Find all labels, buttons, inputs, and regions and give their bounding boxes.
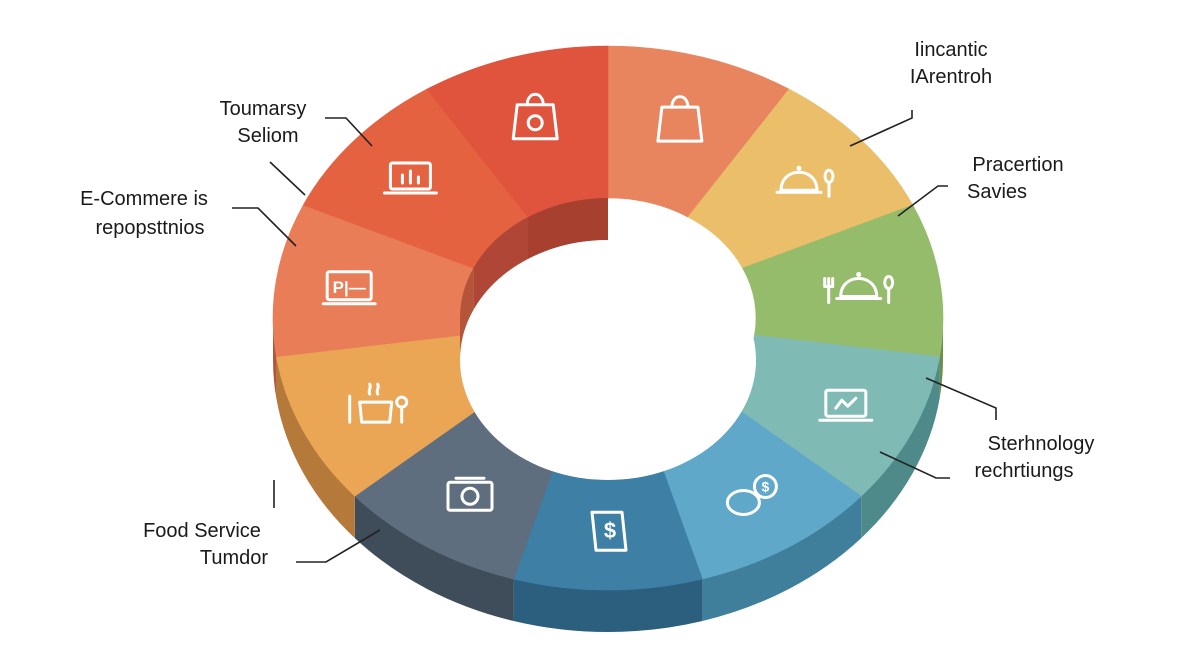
laptop-analytics-icon	[382, 161, 438, 195]
leader-bottom-right-1	[925, 377, 997, 420]
annotation-line: Toumarsy	[220, 98, 307, 120]
slice-side-6	[513, 578, 703, 633]
annotation-top-right: Iincantic IArentroh	[910, 39, 992, 88]
annotation-line: repopsttnios	[96, 217, 205, 239]
shopping-bag-gear-icon	[511, 92, 559, 141]
register-icon	[446, 476, 494, 512]
annotation-line: Tumdor	[200, 547, 269, 569]
leader-top-left	[325, 117, 373, 147]
annotation-bottom-left: Food Service Tumdor	[143, 520, 268, 569]
svg-text:P|—: P|—	[333, 278, 366, 297]
laptop-chart-icon	[818, 388, 874, 422]
fork-cloche-spoon-icon	[823, 272, 895, 304]
donut-slices	[272, 45, 944, 591]
annotation-line: IArentroh	[910, 66, 992, 88]
dollar-tag-icon: $	[590, 510, 628, 552]
annotation-line: Sterhnology	[988, 433, 1095, 455]
shopping-bag-icon	[656, 95, 704, 143]
svg-text:$: $	[604, 518, 616, 543]
slice-icons: $ $ P|—	[321, 92, 895, 552]
leader-right	[897, 185, 948, 217]
annotation-left: E-Commere is repopsttnios	[80, 188, 208, 239]
leader-lines	[232, 110, 997, 563]
annotation-line: Seliom	[237, 125, 298, 147]
annotation-bottom-right: Sterhnology rechrtiungs	[975, 433, 1095, 482]
pos-terminal-icon: P|—	[321, 270, 377, 306]
annotation-top-left: Toumarsy Seliom	[220, 98, 307, 147]
slice-side-5	[702, 496, 862, 621]
slice-side-7	[354, 496, 514, 621]
leader-left	[232, 207, 297, 247]
leader-bottom-right-2	[879, 451, 950, 479]
annotation-line: Iincantic	[914, 39, 987, 61]
slice-side-8	[276, 356, 355, 539]
leader-bottom-left	[296, 529, 381, 563]
leader-top-right	[849, 110, 913, 147]
annotation-line: Food Service	[143, 520, 261, 542]
annotation-line: rechrtiungs	[975, 460, 1074, 482]
inner-wall-11	[527, 198, 608, 260]
coin-dollar-icon: $	[725, 474, 778, 516]
svg-text:$: $	[762, 479, 770, 495]
donut-side-wall	[273, 318, 943, 633]
annotation-line: Savies	[967, 181, 1027, 203]
inner-wall-9	[460, 268, 474, 360]
inner-wall-10	[473, 217, 528, 311]
cooking-pot-icon	[348, 382, 409, 424]
annotation-line: E-Commere is	[80, 188, 208, 210]
donut-hole	[460, 240, 756, 480]
cloche-spoon-icon	[775, 165, 835, 198]
annotation-line: Pracertion	[972, 154, 1063, 176]
annotation-right: Pracertion Savies	[967, 154, 1064, 203]
leader-top-left-2	[269, 161, 306, 196]
slice-side-4	[861, 356, 940, 539]
